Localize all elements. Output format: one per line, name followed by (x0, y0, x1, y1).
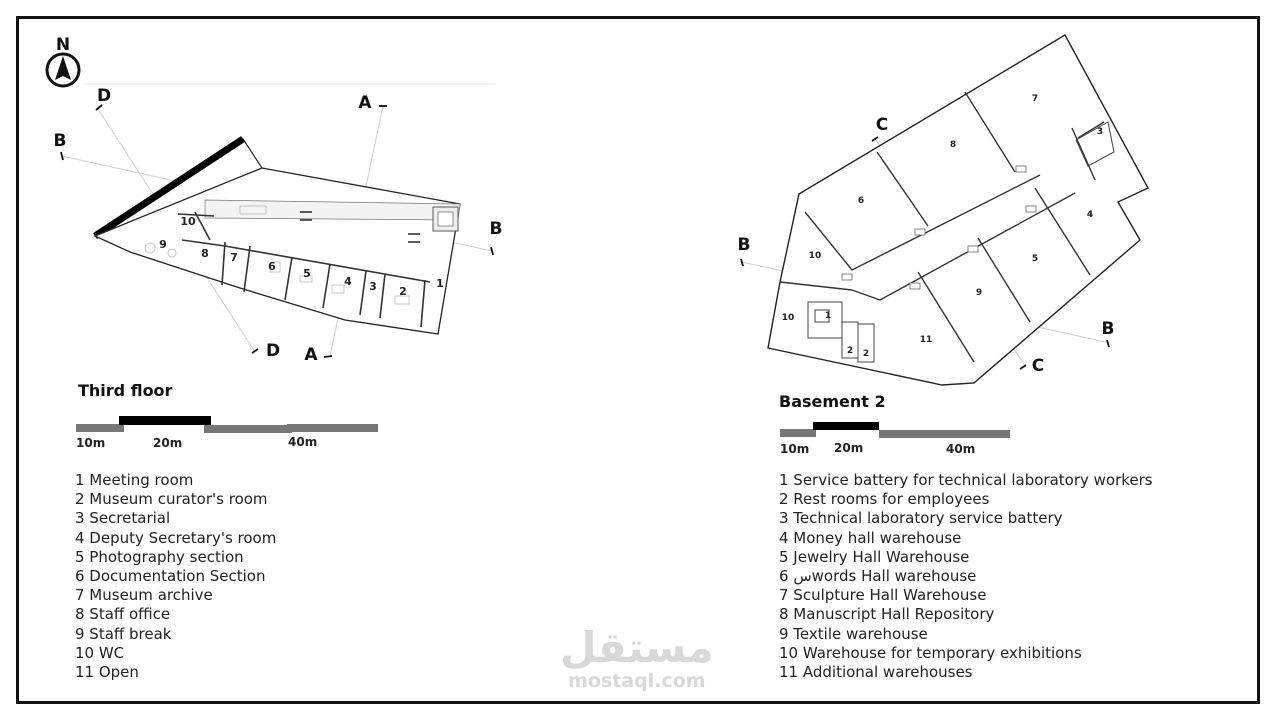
room-number-3: 3 (1097, 127, 1103, 137)
legend-item: 2 Museum curator's room (75, 490, 268, 509)
legend-item: 5 Jewelry Hall Warehouse (779, 547, 970, 566)
basement-2-legend: 1 Service battery for technical laborato… (779, 471, 1153, 682)
facade-wall (93, 136, 245, 239)
legend-item: 1 Meeting room (75, 471, 194, 489)
legend-item: 5 Photography section (75, 547, 244, 566)
section-marker-a-top: A (358, 93, 372, 113)
legend-item: 6 سwords Hall warehouse (779, 567, 977, 586)
room-number-9: 9 (159, 238, 167, 251)
stair-inner (437, 211, 454, 227)
legend-item: 9 Staff break (75, 624, 172, 643)
scale-bar-basement (780, 422, 1010, 438)
basement-service-rooms (807, 121, 1115, 363)
legend-item: 8 Manuscript Hall Repository (779, 605, 995, 624)
room-number-2: 2 (399, 285, 407, 298)
room-number-10: 10 (180, 215, 196, 228)
room-number-2b: 2 (863, 349, 869, 359)
basement-outline (767, 34, 1149, 386)
watermark-arabic: مستقل (560, 623, 714, 672)
section-marker-c-top: C (876, 115, 888, 135)
third-floor-legend: 1 Meeting room 2 Museum curator's room 3… (75, 471, 276, 682)
section-ticks (60, 104, 494, 358)
section-marker-b-left: B (738, 235, 751, 255)
legend-item: 10 WC (75, 643, 125, 662)
room-number-1: 1 (825, 311, 831, 321)
legend-item: 8 Staff office (75, 605, 171, 624)
room-number-3: 3 (369, 280, 377, 293)
section-marker-a-bottom: A (304, 345, 318, 365)
scale-label-20m: 20m (153, 436, 183, 450)
legend-item: 11 Open (75, 663, 139, 682)
legend-item: 6 Documentation Section (75, 567, 266, 586)
section-marker-b-left: B (54, 131, 67, 151)
section-marker-c-bottom: C (1032, 356, 1044, 376)
basement-2-title: Basement 2 (779, 392, 886, 411)
scale-label-40m: 40m (946, 442, 976, 456)
third-floor-outline (93, 167, 461, 335)
scale-label-10m: 10m (780, 442, 810, 456)
room-number-7: 7 (1032, 94, 1038, 104)
scale-label-10m: 10m (76, 436, 106, 450)
room-number-1: 1 (436, 277, 444, 290)
watermark-latin: mostaql.com (568, 670, 706, 692)
drawing-frame (16, 16, 1260, 704)
room-number-4: 4 (344, 275, 352, 288)
scale-label-20m: 20m (834, 441, 864, 455)
scale-label-40m: 40m (288, 435, 318, 449)
room-number-5: 5 (1032, 254, 1038, 264)
room-number-9: 9 (976, 288, 982, 298)
legend-item: 7 Sculpture Hall Warehouse (779, 586, 987, 605)
room-number-7: 7 (230, 251, 238, 264)
section-marker-b-right: B (490, 219, 503, 239)
room-number-6: 6 (268, 260, 276, 273)
furniture (144, 205, 410, 305)
room-number-10b: 10 (782, 313, 795, 323)
room-number-6: 6 (858, 196, 864, 206)
room-number-5: 5 (303, 267, 311, 280)
legend-item: 4 Deputy Secretary's room (75, 528, 277, 547)
legend-item: 4 Money hall warehouse (779, 528, 962, 547)
legend-item: 3 Technical laboratory service battery (779, 509, 1063, 528)
room-number-8: 8 (201, 247, 209, 260)
section-marker-b-right: B (1102, 319, 1115, 339)
basement-2-plan: 1 2 2 3 4 5 6 7 8 9 10 10 11 B B C C (738, 34, 1149, 386)
third-floor-plan: 1 2 3 4 5 6 7 8 9 10 A A B B D D (54, 86, 503, 365)
legend-item: 10 Warehouse for temporary exhibitions (779, 643, 1082, 662)
legend-item: 2 Rest rooms for employees (779, 490, 990, 509)
section-marker-d-bottom: D (266, 341, 280, 361)
watermark: مستقل mostaql.com (560, 623, 714, 692)
legend-item: 3 Secretarial (75, 509, 171, 528)
north-arrow-icon: N (45, 35, 81, 88)
legend-item: 11 Additional warehouses (779, 663, 973, 682)
room-number-11: 11 (920, 335, 933, 345)
scale-bar-third-floor (76, 416, 378, 433)
room-number-10a: 10 (809, 251, 822, 261)
door-openings (841, 165, 1037, 290)
third-floor-title: Third floor (78, 381, 173, 400)
room-number-2a: 2 (847, 346, 853, 356)
section-marker-d-top: D (97, 86, 111, 106)
legend-item: 1 Service battery for technical laborato… (779, 471, 1153, 489)
legend-item: 7 Museum archive (75, 586, 213, 605)
room-number-4: 4 (1087, 210, 1093, 220)
legend-item: 9 Textile warehouse (779, 624, 928, 643)
room-number-8: 8 (950, 140, 956, 150)
north-label: N (56, 35, 70, 55)
room-walls (177, 211, 431, 328)
section-ticks-basement (740, 136, 1110, 370)
